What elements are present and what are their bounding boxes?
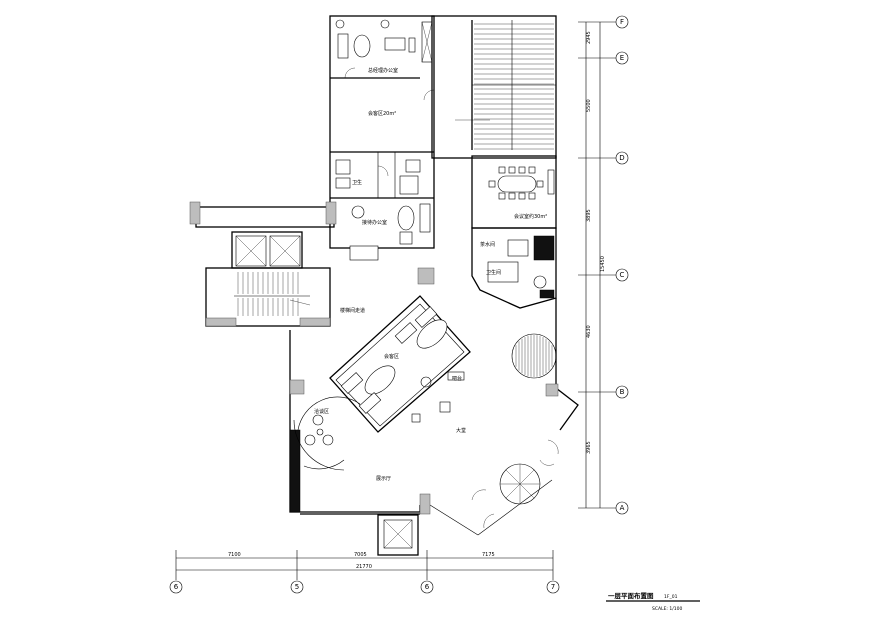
meeting-chair (518, 166, 526, 174)
meeting-chair (536, 180, 544, 188)
meeting-chair (528, 192, 536, 200)
drawing-title-tag: 1F_01 (664, 594, 678, 600)
room-label-secretary: 接待办公室 (362, 219, 387, 226)
axis-right-C: C (620, 271, 625, 279)
axis-bottom-4: 7 (551, 583, 555, 591)
main-hall: 会客区 吧台 大堂 展示厅 洽谈区 (289, 267, 579, 556)
axis-right-A: A (620, 504, 625, 512)
meeting-chair (488, 180, 496, 188)
room-label-round-room: 洽谈区 (314, 408, 329, 415)
meeting-chair (508, 192, 516, 200)
meeting-chair (498, 166, 506, 174)
dim-bottom-total: 21770 (356, 564, 372, 570)
meeting-chair (508, 166, 516, 174)
room-label-sofa-area: 会客区 (384, 353, 399, 360)
room-label-tea-room: 茶水间 (480, 241, 495, 248)
right-block: 会议室约30m² 茶水间 卫生间 (431, 15, 557, 309)
dim-right-1: 2945 (586, 31, 592, 44)
axis-bottom-2: 5 (295, 583, 299, 591)
axis-bottom-3: 6 (425, 583, 430, 591)
axis-bottom-1: 6 (174, 583, 179, 591)
office-block (329, 15, 435, 261)
room-label-bathroom: 卫生 (352, 179, 362, 186)
dim-bottom-2: 7005 (354, 552, 367, 558)
dim-right-5: 3965 (586, 441, 592, 454)
room-label-stair-landing: 楼梯间走道 (340, 307, 365, 314)
dim-bottom-1: 7100 (228, 552, 241, 558)
room-label-office-top: 总经理办公室 (368, 67, 398, 74)
axis-right-D: D (619, 154, 624, 162)
feature-round-hatch (511, 333, 557, 379)
meeting-chair (528, 166, 536, 174)
axis-right-B: B (620, 388, 625, 396)
axis-right-E: E (620, 54, 624, 62)
room-label-area: 会客区20m² (368, 110, 396, 117)
dim-bottom-3: 7175 (482, 552, 495, 558)
title-block: 一层平面布置图 1F_01 SCALE: 1/100 (606, 591, 700, 612)
bottom-dimensions: 7100 7005 7175 21770 6 5 6 7 (169, 550, 560, 594)
dim-right-2: 5500 (586, 99, 592, 112)
drawing-scale: SCALE: 1/100 (652, 606, 682, 612)
right-dimensions: 2945 5500 3895 4630 3965 15450 F E D C B… (578, 15, 629, 515)
stair-treads (237, 272, 299, 316)
dim-right-3: 3895 (586, 209, 592, 222)
room-label-exhibition: 展示厅 (376, 476, 391, 482)
axis-right-F: F (620, 18, 624, 26)
drawing-title: 一层平面布置图 (608, 591, 654, 600)
stair-core: 楼梯间走道 (189, 201, 365, 327)
room-label-lounge: 卫生间 (486, 269, 501, 276)
room-label-cafe: 吧台 (452, 375, 462, 382)
dim-right-4: 4630 (586, 325, 592, 338)
room-label-hall: 大堂 (456, 427, 466, 434)
dim-right-total: 15450 (600, 256, 606, 272)
room-label-meeting-room: 会议室约30m² (514, 213, 547, 220)
meeting-chair (518, 192, 526, 200)
meeting-chair (498, 192, 506, 200)
